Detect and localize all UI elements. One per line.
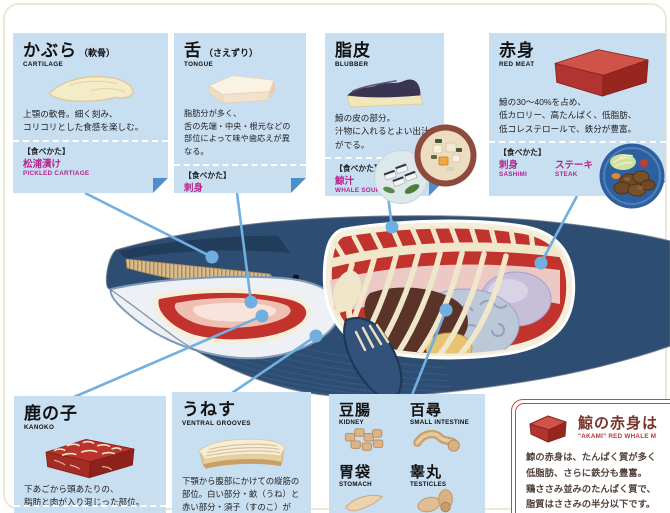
card-title: 赤身 xyxy=(499,41,535,60)
card-title: 鹿の子 xyxy=(24,404,78,423)
flipper-bones xyxy=(354,323,390,352)
organ-small-intestine: 百尋 SMALL INTESTINE xyxy=(410,403,475,459)
title-en: VENTRAL GROOVES xyxy=(182,420,251,427)
whale-eye xyxy=(292,274,300,280)
title-en: TONGUE xyxy=(184,61,214,68)
dot-organs xyxy=(439,303,453,317)
small-intestine-illustration xyxy=(413,429,460,452)
cartilage-illustration xyxy=(36,70,146,106)
blubber-illustration xyxy=(335,70,435,110)
card-kanoko: 鹿の子 KANOKO 下あごから頭あたりの、 脂肪と肉が入り混じった部位。 xyxy=(14,396,166,513)
card-description: 上顎の軟骨。細く刻み、 コリコリとした食感を楽しむ。 xyxy=(23,109,144,133)
stomach-illustration xyxy=(345,494,384,511)
title-en: RED MEAT xyxy=(499,61,535,68)
card-organs: 豆腸 KIDNEY 百尋 SMALL INTESTINE xyxy=(329,394,485,513)
title-en: BLUBBER xyxy=(335,61,369,68)
card-cartilage: かぶら（軟骨） CARTILAGE 上顎の軟骨。細く刻み、 コリコリとした食感を… xyxy=(13,33,168,193)
card-description: 鯨の30～40%を占め、 低カロリー、高たんぱく、低脂肪、 低コレステロールで、… xyxy=(499,97,637,134)
card-description: 下顎から腹部にかけての縦筋の 部位。白い部分・畝（うね）と 赤い部分・須子（すの… xyxy=(182,476,300,513)
whale-rostrum xyxy=(118,235,290,259)
organ-grid: 豆腸 KIDNEY 百尋 SMALL INTESTINE xyxy=(339,403,475,513)
title-jp: かぶら xyxy=(23,41,77,60)
red-meat-illustration xyxy=(540,41,658,103)
how-to-eat-label: 【食べかた】 xyxy=(335,163,382,173)
dot-blubber xyxy=(385,220,399,234)
photo-blubber-sashimi xyxy=(374,150,428,204)
testicles-illustration xyxy=(417,488,453,512)
card-title: うねす xyxy=(182,400,236,419)
dot-tongue xyxy=(244,295,258,309)
card-description: 脂肪分が多く、 舌の先端・中央・根元などの 部位によって味や歯応えが異なる。 xyxy=(184,109,291,157)
dot-redmeat xyxy=(534,256,548,270)
card-description: 下あごから頭あたりの、 脂肪と肉が入り混じった部位。 xyxy=(24,484,145,508)
title-en: KANOKO xyxy=(24,424,55,431)
dot-unesu xyxy=(309,329,323,343)
organ-kidney: 豆腸 KIDNEY xyxy=(339,403,404,459)
divider xyxy=(14,505,166,507)
unesu-illustration xyxy=(197,438,286,469)
organ-stomach: 胃袋 STOMACH xyxy=(339,464,404,513)
kidney-illustration xyxy=(344,428,384,451)
card-title: 脂皮 xyxy=(335,41,371,60)
photo-whale-soup xyxy=(414,124,477,187)
card-unesu: うねす VENTRAL GROOVES 下顎から腹部にかけての縦筋の 部位。白い… xyxy=(172,392,311,513)
divider xyxy=(489,141,666,143)
organ-testicles: 睾丸 TESTICLES xyxy=(410,464,475,513)
photo-tatsuta-fry xyxy=(599,143,665,209)
title-note: （軟骨） xyxy=(79,48,116,58)
card-tongue: 舌（さえずり） TONGUE 脂肪分が多く、 舌の先端・中央・根元などの 部位に… xyxy=(174,33,306,193)
red-meat-cube-icon xyxy=(529,415,567,443)
how-to-eat-label: 【食べかた】 xyxy=(184,170,231,180)
internal-organs xyxy=(328,225,568,354)
card-title: 舌（さえずり） xyxy=(184,41,259,60)
title-en: CARTILAGE xyxy=(23,61,64,68)
tongue-illustration xyxy=(188,70,292,106)
panel-title: 鯨の赤身は xyxy=(578,415,659,432)
how-to-eat-label: 【食べかた】 xyxy=(499,147,546,157)
card-description: 鯨の皮の部分。 汁物に入れるとよい出汁がでる。 xyxy=(335,113,430,150)
divider xyxy=(13,140,168,142)
panel-subtitle: "AKAMI" RED WHALE M xyxy=(578,432,657,440)
kanoko-illustration xyxy=(45,439,135,479)
dot-cartilage xyxy=(205,250,219,264)
dot-kanoko xyxy=(255,309,269,323)
panel-body-text: 鯨の赤身は、たんぱく質が多く 低脂肪、さらに鉄分も豊富。 鶏ささみ並みのたんぱく… xyxy=(526,452,657,510)
how-to-eat-label: 【食べかた】 xyxy=(23,146,70,156)
card-title: かぶら（軟骨） xyxy=(23,42,158,59)
red-meat-info-panel: 鯨の赤身は "AKAMI" RED WHALE M 鯨の赤身は、たんぱく質が多く… xyxy=(511,399,670,513)
divider xyxy=(174,164,306,166)
